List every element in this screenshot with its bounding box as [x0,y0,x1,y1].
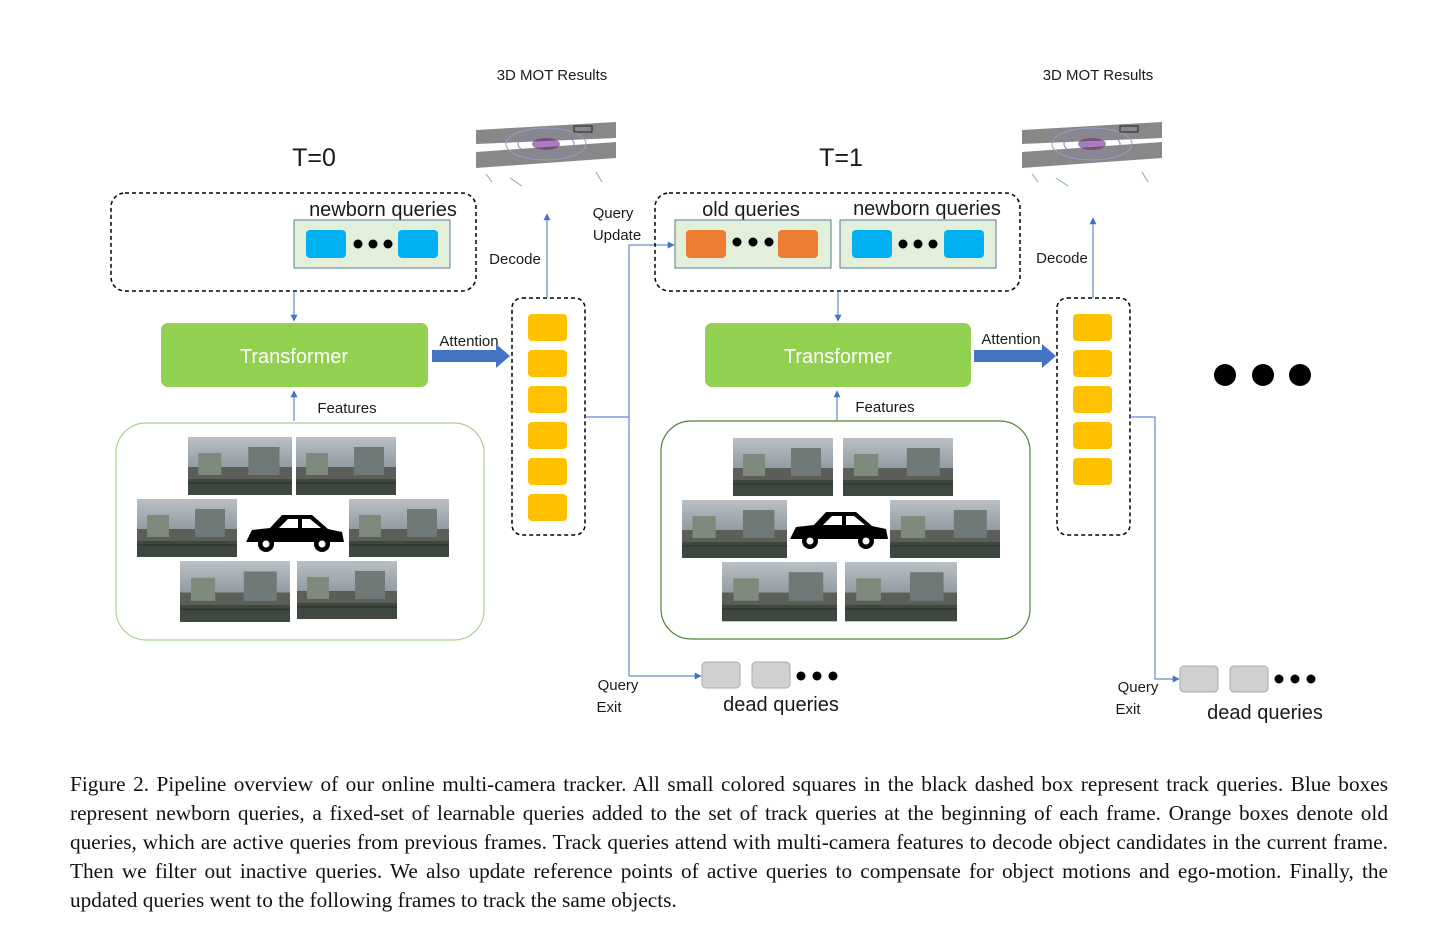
track-query [1073,422,1112,449]
track-query [528,494,567,521]
features-label: Features [855,399,914,416]
ellipsis-dot [913,239,923,249]
track-query [1073,350,1112,377]
results-label: 3D MOT Results [1043,67,1154,84]
camera-image [842,437,954,497]
query-exit-label: Query [598,677,639,694]
track-query [1073,386,1112,413]
ellipsis-dot [764,237,774,247]
camera-image [348,498,450,558]
camera-image [296,560,398,620]
time-label: T=1 [819,144,863,172]
attention-arrow [974,344,1056,368]
dead-query [1179,665,1219,693]
ellipsis-dot [368,239,378,249]
ellipsis-dot [898,239,908,249]
old-query [686,230,726,258]
attention-label: Attention [439,333,498,350]
query-exit-line [1130,416,1180,683]
track-query [528,422,567,449]
query-group-label: newborn queries [309,199,457,221]
old-query [778,230,818,258]
attention-label: Attention [981,331,1040,348]
timestep-1: T=1 3D MOT Results old queries newborn q… [654,67,1323,724]
newborn-query [398,230,438,258]
ellipsis-dot [1252,364,1274,386]
time-label: T=0 [292,144,336,172]
ellipsis-dot [1274,674,1284,684]
ellipsis-dot [748,237,758,247]
decode-label: Decode [489,251,541,268]
ellipsis-dot [732,237,742,247]
camera-image [732,437,834,497]
camera-image [844,561,958,622]
figure-caption: Figure 2. Pipeline overview of our onlin… [70,772,1388,912]
dead-query [701,661,741,689]
car-icon [246,515,344,552]
bev-result-image [475,107,617,199]
decode-label: Decode [1036,250,1088,267]
attention-arrow [432,344,510,368]
bev-result-image [1021,107,1163,199]
track-query [528,386,567,413]
car-icon [790,512,888,549]
results-label: 3D MOT Results [497,67,608,84]
camera-features-box [660,420,1031,640]
features-label: Features [317,400,376,417]
track-query [528,350,567,377]
camera-image [681,499,788,559]
query-update-label: Query [593,205,634,222]
transformer-block [161,323,428,387]
track-query [1073,458,1112,485]
transformer-label: Transformer [240,346,349,368]
ellipsis-dot [828,671,838,681]
camera-image [187,436,293,496]
ellipsis-dot [812,671,822,681]
ellipsis-dot [1290,674,1300,684]
timestep-0: T=0 3D MOT Results newborn queries Trans… [110,67,617,641]
query-exit-label: Query [1118,679,1159,696]
ellipsis-dot [928,239,938,249]
ellipsis-dot [1214,364,1236,386]
query-group-label: old queries [702,199,800,221]
ellipsis-dot [383,239,393,249]
transformer-block [705,323,971,387]
query-group-label: newborn queries [853,198,1001,220]
query-update-connector: Query Update Query Exit dead queries [585,205,839,716]
camera-image [136,498,238,558]
transformer-label: Transformer [784,346,893,368]
dead-query [751,661,791,689]
query-exit-label: Exit [596,699,622,716]
camera-image [295,436,397,496]
track-query [528,314,567,341]
continuation-ellipsis [1214,364,1311,386]
newborn-query [852,230,892,258]
query-update-label: Update [593,227,641,244]
query-exit-label: Exit [1115,701,1141,718]
ellipsis-dot [796,671,806,681]
camera-image [721,561,838,622]
query-exit-line [628,417,702,680]
track-query [1073,314,1112,341]
dead-query [1229,665,1269,693]
dead-queries-label: dead queries [723,694,839,716]
pipeline-diagram: T=0 3D MOT Results newborn queries Trans… [110,67,1323,724]
camera-features-box [115,422,485,641]
ellipsis-dot [1289,364,1311,386]
track-query [528,458,567,485]
camera-image [889,499,1001,559]
ellipsis-dot [353,239,363,249]
dead-queries-label: dead queries [1207,702,1323,724]
newborn-query [944,230,984,258]
camera-image [179,560,291,623]
ellipsis-dot [1306,674,1316,684]
newborn-query [306,230,346,258]
connector-line [585,241,675,418]
